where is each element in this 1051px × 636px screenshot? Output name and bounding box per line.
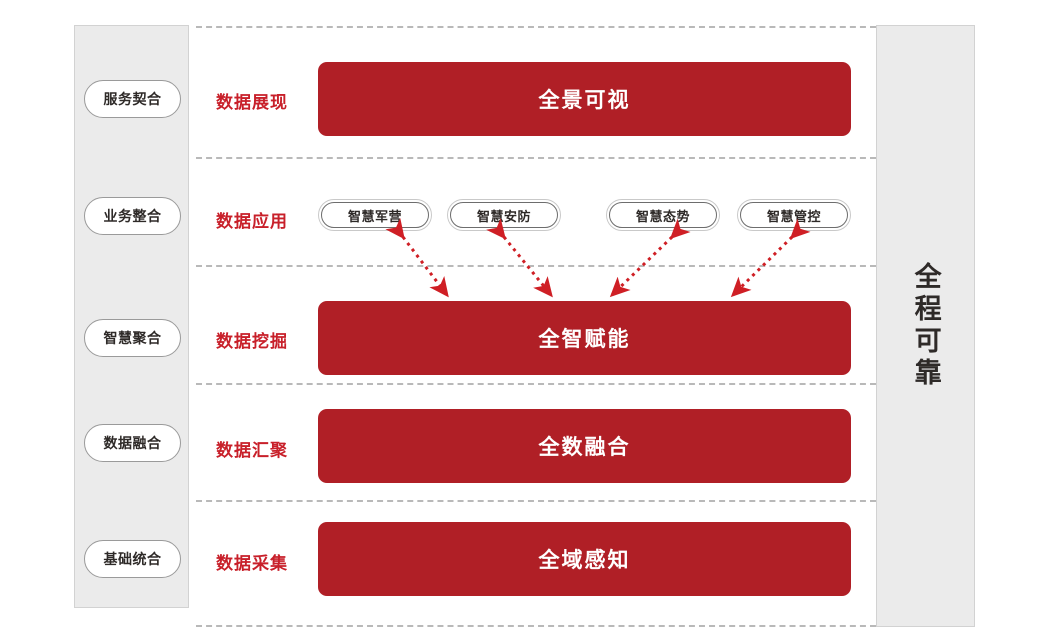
stage-label-aggregation: 数据汇聚 — [216, 441, 288, 460]
bar-full-intelligence-label: 全智赋能 — [538, 328, 631, 351]
app-chip-smart-security-inner: 智慧安防 — [450, 202, 558, 228]
app-chip-smart-security[interactable]: 智慧安防 — [447, 199, 561, 231]
app-chip-smart-situation[interactable]: 智慧态势 — [606, 199, 720, 231]
capability-chip-service[interactable]: 服务契合 — [84, 80, 181, 118]
bar-panoramic-visibility[interactable]: 全景可视 — [318, 62, 851, 136]
stage-label-application: 数据应用 — [216, 212, 288, 231]
app-chip-smart-security-label: 智慧安防 — [476, 208, 531, 224]
stage-label-mining: 数据挖掘 — [216, 332, 288, 351]
reliability-column — [876, 25, 975, 627]
separator-row-2 — [196, 265, 876, 267]
capability-chip-intelligence-label: 智慧聚合 — [103, 330, 162, 346]
capability-chip-service-label: 服务契合 — [103, 91, 162, 107]
separator-row-5 — [196, 625, 876, 627]
capability-chip-foundation[interactable]: 基础统合 — [84, 540, 181, 578]
capability-chip-intelligence[interactable]: 智慧聚合 — [84, 319, 181, 357]
app-chip-smart-camp[interactable]: 智慧军营 — [318, 199, 432, 231]
separator-top — [196, 26, 876, 28]
app-chip-smart-control[interactable]: 智慧管控 — [737, 199, 851, 231]
bar-data-fusion[interactable]: 全数融合 — [318, 409, 851, 483]
capability-chip-business-label: 业务整合 — [103, 208, 162, 224]
app-chip-smart-situation-label: 智慧态势 — [635, 208, 690, 224]
stage-label-collection: 数据采集 — [216, 554, 288, 573]
capability-chip-foundation-label: 基础统合 — [103, 551, 162, 567]
separator-row-4 — [196, 500, 876, 502]
app-chip-smart-control-label: 智慧管控 — [766, 208, 821, 224]
capability-chip-data-label: 数据融合 — [103, 435, 162, 451]
bar-global-sensing[interactable]: 全域感知 — [318, 522, 851, 596]
app-chip-smart-camp-label: 智慧军营 — [347, 208, 402, 224]
app-chip-smart-situation-inner: 智慧态势 — [609, 202, 717, 228]
bar-global-sensing-label: 全域感知 — [538, 549, 631, 572]
separator-row-1 — [196, 157, 876, 159]
app-chip-smart-camp-inner: 智慧军营 — [321, 202, 429, 228]
capability-chip-business[interactable]: 业务整合 — [84, 197, 181, 235]
capability-chip-data[interactable]: 数据融合 — [84, 424, 181, 462]
bar-panoramic-visibility-label: 全景可视 — [538, 89, 631, 112]
bar-full-intelligence[interactable]: 全智赋能 — [318, 301, 851, 375]
separator-row-3 — [196, 383, 876, 385]
capability-column: 服务契合 业务整合 智慧聚合 数据融合 基础统合 — [74, 25, 189, 608]
app-chip-smart-control-inner: 智慧管控 — [740, 202, 848, 228]
bar-data-fusion-label: 全数融合 — [538, 436, 631, 459]
stage-label-presentation: 数据展现 — [216, 93, 288, 112]
